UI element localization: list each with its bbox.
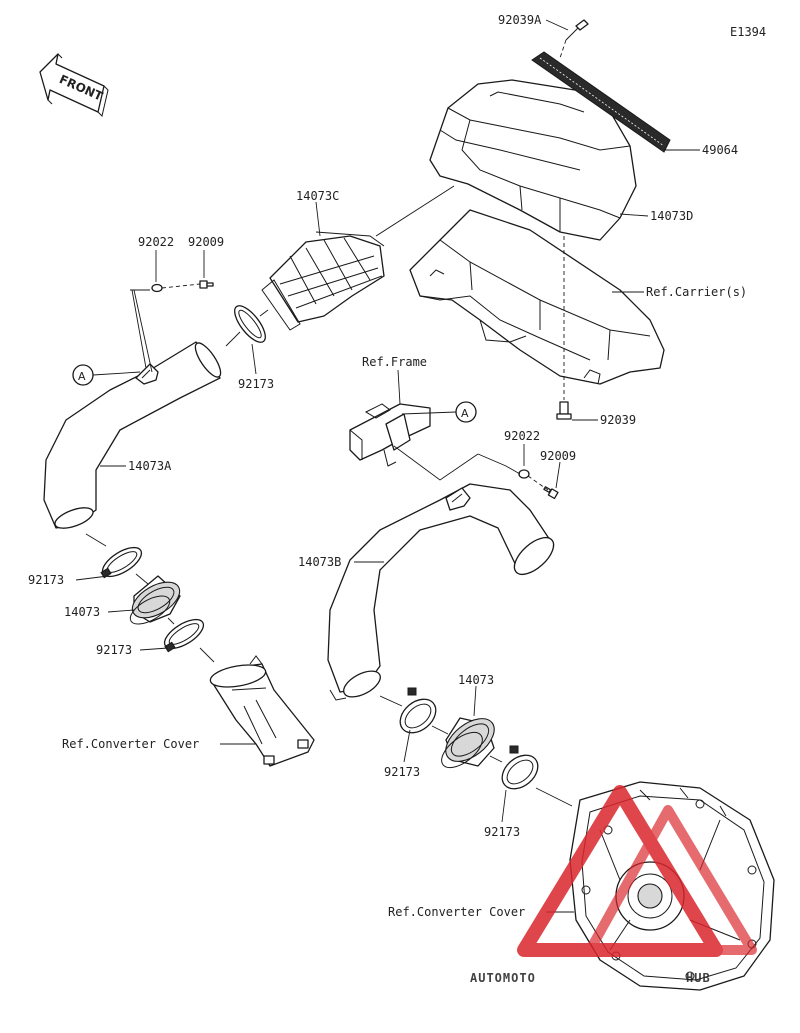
label-ref-frame: Ref.Frame	[362, 355, 427, 369]
hose-clamp-right-1	[399, 687, 437, 734]
callout-a-right: A	[401, 401, 477, 423]
label-14073b: 14073B	[298, 555, 341, 569]
washer-right	[518, 469, 530, 479]
carrier-ref	[409, 209, 665, 385]
label-49064: 49064	[702, 143, 738, 157]
frame-ref	[349, 403, 431, 467]
label-ref-converter-cover-right: Ref.Converter Cover	[388, 905, 525, 919]
label-92022-left: 92022	[138, 235, 174, 249]
label-92173-right-1: 92173	[384, 765, 420, 779]
washer-left	[151, 283, 163, 293]
hose-clamp-left-2	[163, 618, 205, 653]
label-14073d: 14073D	[650, 209, 693, 223]
diagram-code: E1394	[730, 25, 766, 39]
label-92009-right: 92009	[540, 449, 576, 463]
callout-a-left-letter: A	[78, 370, 86, 383]
hose-coupler-right	[441, 717, 495, 769]
label-14073a: 14073A	[128, 459, 172, 473]
label-92173-left-1: 92173	[28, 573, 64, 587]
intake-tube-14073a	[43, 341, 222, 529]
part-labels: 92039A 49064 14073D Ref.Carrier(s) 92039…	[28, 13, 747, 919]
watermark-text-hub: HUB	[686, 971, 711, 985]
hose-clamp-upper	[234, 305, 266, 343]
label-14073-left: 14073	[64, 605, 100, 619]
assembly-line-bolt-left	[161, 283, 201, 289]
air-duct-cover-14073d	[429, 79, 637, 241]
converter-cover-duct-left	[209, 655, 315, 767]
watermark-text-automoto: AUTOMOTO	[470, 971, 536, 985]
hose-coupler-left	[129, 575, 181, 625]
intake-tube-14073b	[327, 483, 555, 701]
callout-a-right-letter: A	[461, 407, 469, 420]
bolt-left	[199, 280, 214, 289]
label-92039: 92039	[600, 413, 636, 427]
assembly-lines	[85, 185, 573, 807]
label-92022-right: 92022	[504, 429, 540, 443]
label-14073-right: 14073	[458, 673, 494, 687]
label-14073c: 14073C	[296, 189, 339, 203]
label-ref-converter-cover-left: Ref.Converter Cover	[62, 737, 199, 751]
label-92173-upper: 92173	[238, 377, 274, 391]
intake-duct-14073c	[261, 231, 385, 331]
label-92039a: 92039A	[498, 13, 542, 27]
label-92009-left: 92009	[188, 235, 224, 249]
label-ref-carrier: Ref.Carrier(s)	[646, 285, 747, 299]
watermark-triangle-icon	[517, 785, 757, 957]
assembly-line-screw-top	[559, 39, 567, 59]
front-arrow-icon: FRONT	[39, 53, 109, 117]
automotohub-watermark: AUTOMOTO HUB	[470, 785, 757, 985]
screw-92039	[556, 401, 572, 420]
mesh-screen-49064	[531, 51, 671, 153]
label-92173-left-2: 92173	[96, 643, 132, 657]
callout-a-left: A	[72, 364, 141, 386]
hose-clamp-right-2	[501, 745, 539, 790]
screw-92039a	[565, 19, 589, 41]
label-92173-right-2: 92173	[484, 825, 520, 839]
hose-clamp-left-1	[100, 546, 143, 579]
